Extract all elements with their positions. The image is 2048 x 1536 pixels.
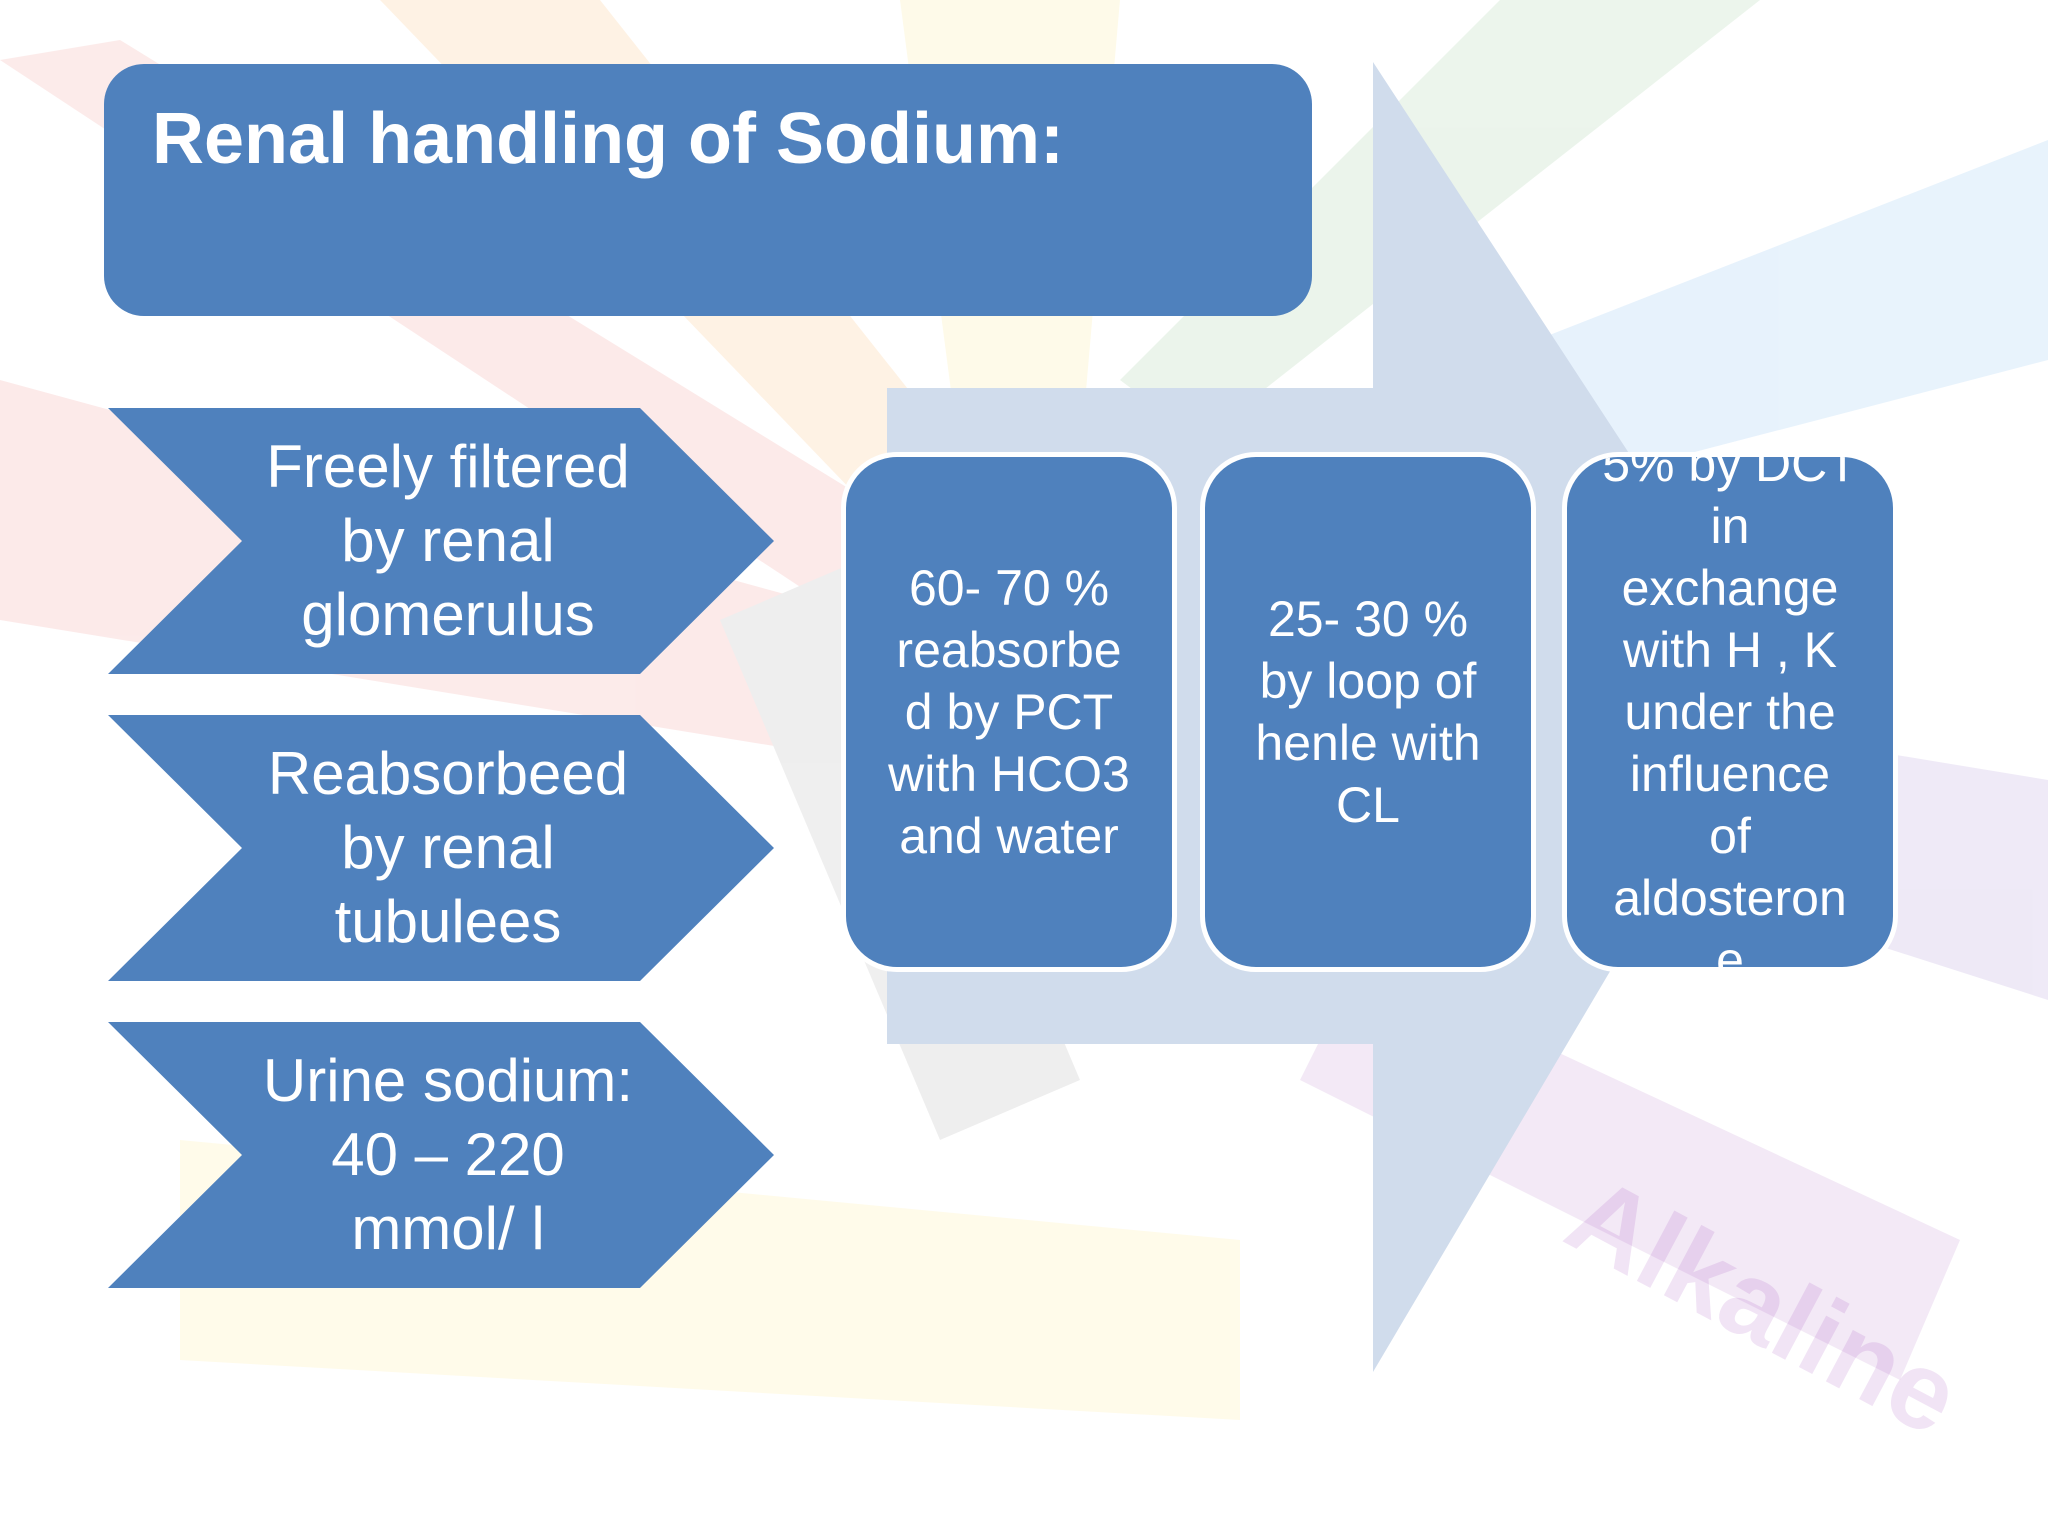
step-box-loop-of-henle: 25- 30 % by loop of henle with CL [1200,452,1536,972]
step-box-pct: 60- 70 % reabsorbe d by PCT with HCO3 an… [841,452,1177,972]
step-label: 60- 70 % reabsorbe d by PCT with HCO3 an… [888,560,1130,864]
slide-title: Renal handling of Sodium: [152,99,1064,179]
chevron-shape [108,1022,774,1288]
step-box-dct: 5% by DCT in exchange with H , K under t… [1562,452,1898,972]
chevron-filtered: Freely filtered by renal glomerulus [108,408,774,674]
chevron-urine-sodium: Urine sodium: 40 – 220 mmol/ l [108,1022,774,1288]
chevron-reabsorbed: Reabsorbeed by renal tubulees [108,715,774,981]
chevron-label: Reabsorbeed by renal tubulees [267,740,629,955]
title-box: Renal handling of Sodium: [104,64,1312,316]
chevron-label: Freely filtered by renal glomerulus [266,433,630,648]
step-label: 25- 30 % by loop of henle with CL [1255,591,1481,833]
step-label: 5% by DCT in exchange with H , K under t… [1602,452,1858,972]
chevron-shape [108,408,774,674]
chevron-shape [108,715,774,981]
chevron-label: Urine sodium: 40 – 220 mmol/ l [262,1047,634,1262]
